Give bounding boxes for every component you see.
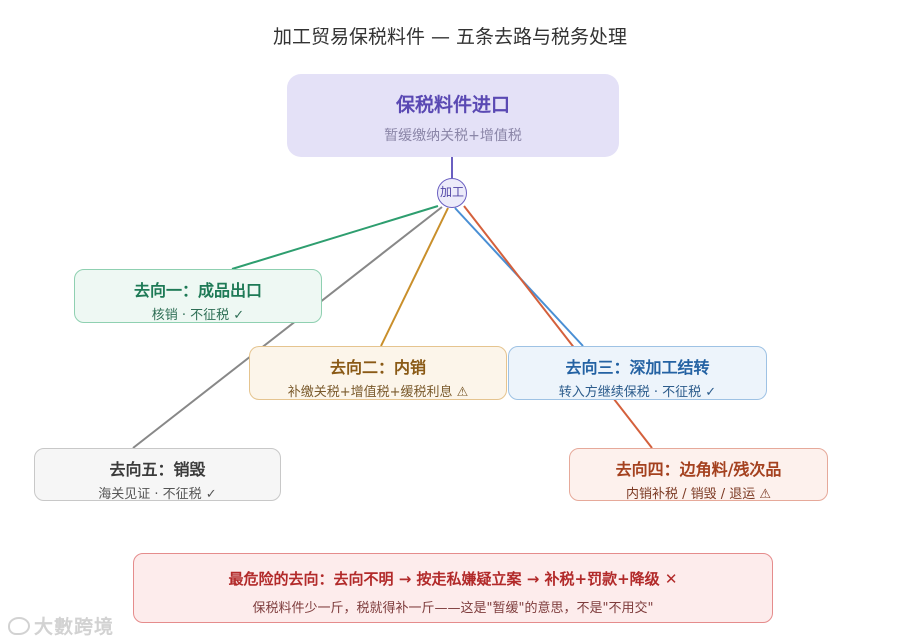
route-2-detail: 补缴关税+增值税+缓税利息 ⚠ <box>287 385 469 400</box>
route-box-4: 去向四：边角料/残次品 内销补税 / 销毁 / 退运 ⚠ <box>569 448 828 502</box>
connector-route-1 <box>231 205 439 270</box>
root-heading: 保税料件进口 <box>395 94 510 116</box>
route-box-1: 去向一：成品出口 核销 · 不征税 ✓ <box>74 269 322 323</box>
route-box-3: 去向三：深加工结转 转入方继续保税 · 不征税 ✓ <box>508 346 767 400</box>
route-5-heading: 去向五：销毁 <box>109 460 206 479</box>
route-3-heading: 去向三：深加工结转 <box>565 358 710 377</box>
route-box-2: 去向二：内销 补缴关税+增值税+缓税利息 ⚠ <box>249 346 507 400</box>
root-box: 保税料件进口 暂缓缴纳关税+增值税 <box>287 74 619 157</box>
warning-heading: 最危险的去向：去向不明 → 按走私嫌疑立案 → 补税+罚款+降级 ✕ <box>228 570 678 588</box>
route-4-detail: 内销补税 / 销毁 / 退运 ⚠ <box>625 487 772 502</box>
diagram-title: 加工贸易保税料件 — 五条去路与税务处理 <box>272 26 628 48</box>
connector-route-2 <box>380 207 449 347</box>
hub-node: 加工 <box>437 178 467 208</box>
route-box-5: 去向五：销毁 海关见证 · 不征税 ✓ <box>34 448 281 502</box>
route-4-heading: 去向四：边角料/残次品 <box>615 460 782 479</box>
root-subtitle: 暂缓缴纳关税+增值税 <box>384 128 522 144</box>
watermark-text: 大數跨境 <box>34 616 115 638</box>
watermark-logo-icon <box>8 617 30 635</box>
warning-detail: 保税料件少一斤，税就得补一斤——这是"暂缓"的意思，不是"不用交" <box>252 601 654 616</box>
connector-route-5 <box>132 206 443 449</box>
route-5-detail: 海关见证 · 不征税 ✓ <box>98 487 217 502</box>
route-1-heading: 去向一：成品出口 <box>133 281 262 300</box>
warning-box: 最危险的去向：去向不明 → 按走私嫌疑立案 → 补税+罚款+降级 ✕ 保税料件少… <box>133 553 773 623</box>
connector-route-4 <box>463 205 653 449</box>
route-2-heading: 去向二：内销 <box>329 358 426 377</box>
route-3-detail: 转入方继续保税 · 不征税 ✓ <box>558 385 717 400</box>
route-1-detail: 核销 · 不征税 ✓ <box>151 308 245 323</box>
watermark: 大數跨境 <box>8 612 114 639</box>
